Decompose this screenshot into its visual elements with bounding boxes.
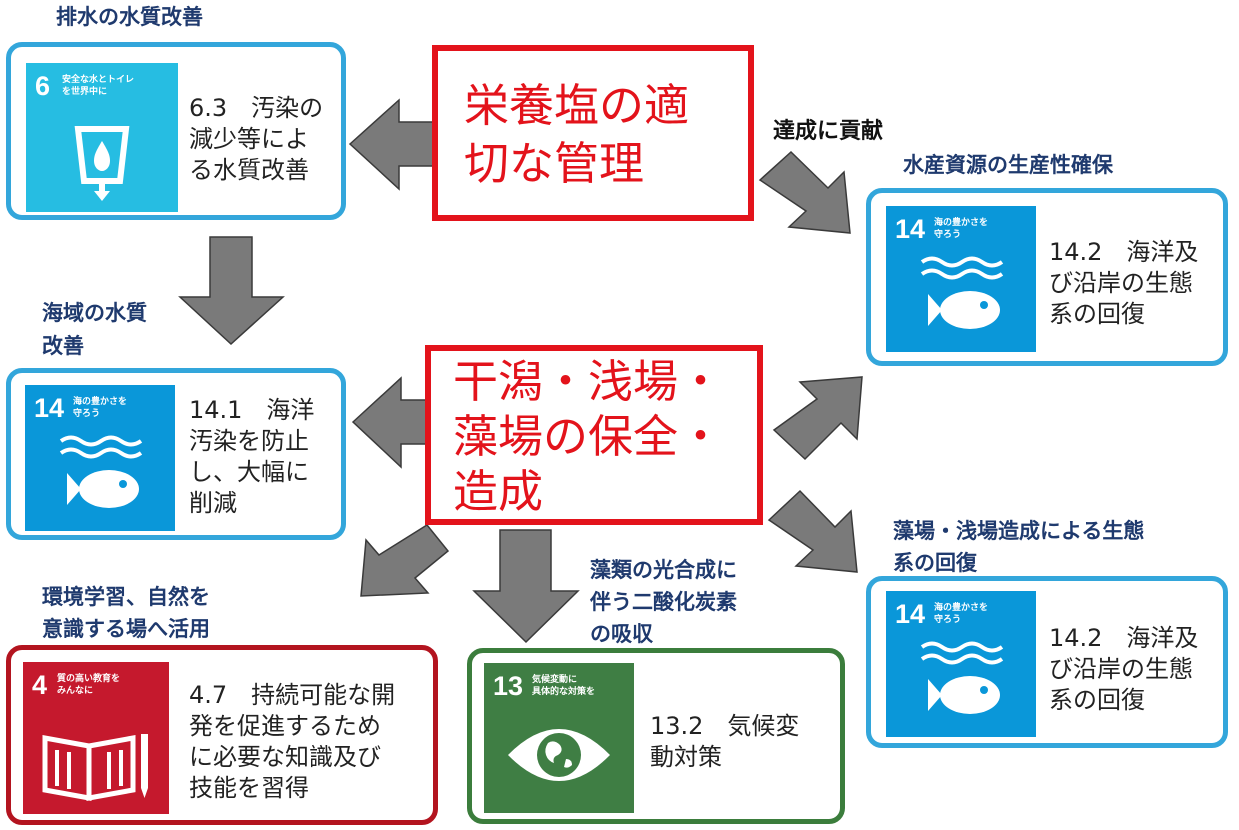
sdg6-caption-2: を世界中に	[62, 87, 108, 97]
goal-box-sdg4: 4 質の高い教育を みんなに 4.7 持続可能な開 発を促進するため に必要な知…	[6, 645, 438, 825]
sdg6-number: 6	[35, 71, 51, 101]
sdg14-top-caption-2: 守ろう	[934, 230, 962, 240]
goal-box-sdg13: 13 気候変動に 具体的な対策を 13.2 気候変 動対策	[467, 648, 845, 824]
arrow-to-sdg13	[472, 529, 580, 644]
sdg14-left-text-1: 14.1 海洋	[189, 396, 315, 424]
tidal-flat-box: 干潟・浅場・ 藻場の保全・ 造成	[425, 345, 763, 525]
sdg14-top-text-2: び沿岸の生態	[1049, 269, 1193, 297]
arrow-to-sdg14-top	[758, 150, 851, 234]
eye-globe-icon	[508, 729, 610, 781]
sdg14-left-number: 14	[34, 393, 65, 423]
sdg4-caption-1: 質の高い教育を	[57, 674, 121, 684]
sdg4-number: 4	[32, 670, 48, 700]
sdg14-left-text-2: 汚染を防止	[189, 427, 309, 455]
sdg14-top-text-1: 14.2 海洋及	[1049, 238, 1199, 266]
water-cup-icon	[74, 126, 130, 201]
nutrient-line-1: 栄養塩の適	[464, 79, 690, 132]
sdg13-text-2: 動対策	[650, 743, 722, 771]
sdg4-text-4: 技能を習得	[189, 774, 309, 802]
sdg14-bottom-tile: 14 海の豊かさを 守ろう	[886, 591, 1036, 737]
label-seaweed-2: 系の回復	[893, 551, 977, 575]
nutrient-line-2: 切な管理	[464, 137, 645, 190]
sdg14-bottom-text-2: び沿岸の生態	[1049, 655, 1193, 683]
sdg13-number: 13	[493, 671, 524, 701]
nutrient-management-box: 栄養塩の適 切な管理	[432, 45, 754, 221]
sdg13-caption-1: 気候変動に	[532, 675, 578, 685]
sdg14-left-text-3: し、大幅に	[189, 458, 309, 486]
sdg6-text-2: 減少等によ	[189, 125, 309, 153]
book-pencil-icon	[42, 734, 148, 801]
arrow-up-to-sdg14-top	[772, 376, 863, 461]
sdg4-tile: 4 質の高い教育を みんなに	[23, 662, 169, 814]
sdg6-tile: 6 安全な水とトイレ を世界中に	[26, 63, 178, 212]
arrow-to-sdg6	[348, 98, 441, 191]
label-contribution: 達成に貢献	[773, 119, 884, 144]
sdg13-caption-2: 具体的な対策を	[532, 687, 596, 697]
sdg14-left-caption-1: 海の豊かさを	[73, 397, 128, 407]
sdg4-caption-2: みんなに	[57, 686, 94, 696]
label-co2-3: の吸収	[590, 622, 653, 646]
fish-wave-icon	[920, 256, 1004, 329]
label-sea-quality-1: 海域の水質	[42, 301, 147, 325]
sdg14-top-number: 14	[895, 214, 926, 244]
label-co2-2: 伴う二酸化炭素	[590, 590, 737, 614]
sdg14-left-tile: 14 海の豊かさを 守ろう	[25, 385, 175, 531]
sdg4-text-3: に必要な知識及び	[189, 743, 381, 771]
tidal-line-1: 干潟・浅場・	[453, 355, 724, 408]
goal-box-sdg6: 6 安全な水とトイレ を世界中に 6.3 汚染の 減少等によ る水質改善	[6, 42, 346, 220]
sdg14-bottom-text-3: 系の回復	[1049, 686, 1145, 714]
arrow-to-sdg14-left	[351, 376, 431, 469]
goal-box-sdg14-left: 14 海の豊かさを 守ろう 14.1 海洋 汚染を防止 し、大幅に 削減	[6, 368, 346, 540]
sdg4-text-1: 4.7 持続可能な開	[189, 681, 396, 709]
sdg6-caption-1: 安全な水とトイレ	[62, 75, 135, 85]
arrow-to-sdg14-bottom	[767, 489, 858, 573]
sdg14-left-caption-2: 守ろう	[73, 409, 101, 419]
goal-box-sdg14-top: 14 海の豊かさを 守ろう 14.2 海洋及 び沿岸の生態 系の回復	[866, 188, 1228, 366]
sdg6-text-3: る水質改善	[189, 156, 309, 184]
sdg14-bottom-caption-1: 海の豊かさを	[934, 603, 989, 613]
sdg14-bottom-text-1: 14.2 海洋及	[1049, 624, 1199, 652]
tidal-line-2: 藻場の保全・	[453, 410, 724, 463]
label-seaweed-1: 藻場・浅場造成による生態	[893, 519, 1145, 543]
sdg14-top-caption-1: 海の豊かさを	[934, 218, 989, 228]
sdg14-bottom-number: 14	[895, 599, 926, 629]
sdg14-top-tile: 14 海の豊かさを 守ろう	[886, 206, 1036, 352]
arrow-down-to-sdg14-left	[178, 236, 285, 346]
sdg13-text-1: 13.2 気候変	[650, 712, 800, 740]
sdg14-bottom-caption-2: 守ろう	[934, 615, 962, 625]
label-wastewater: 排水の水質改善	[56, 5, 203, 29]
fish-wave-icon	[59, 435, 143, 508]
label-co2-1: 藻類の光合成に	[590, 558, 737, 582]
arrow-to-sdg4	[360, 524, 450, 597]
fish-wave-icon	[920, 641, 1004, 714]
label-sea-quality-2: 改善	[42, 334, 84, 358]
goal-box-sdg14-bottom: 14 海の豊かさを 守ろう 14.2 海洋及 び沿岸の生態 系の回復	[866, 576, 1228, 748]
label-fisheries: 水産資源の生産性確保	[903, 153, 1113, 177]
sdg14-top-text-3: 系の回復	[1049, 300, 1145, 328]
label-env-learning-1: 環境学習、自然を	[42, 585, 210, 609]
sdg6-text-1: 6.3 汚染の	[189, 94, 324, 122]
sdg14-left-text-4: 削減	[189, 489, 237, 517]
sdg4-text-2: 発を促進するため	[189, 712, 381, 740]
tidal-line-3: 造成	[453, 465, 544, 518]
sdg13-tile: 13 気候変動に 具体的な対策を	[484, 663, 634, 813]
label-env-learning-2: 意識する場へ活用	[42, 617, 210, 641]
